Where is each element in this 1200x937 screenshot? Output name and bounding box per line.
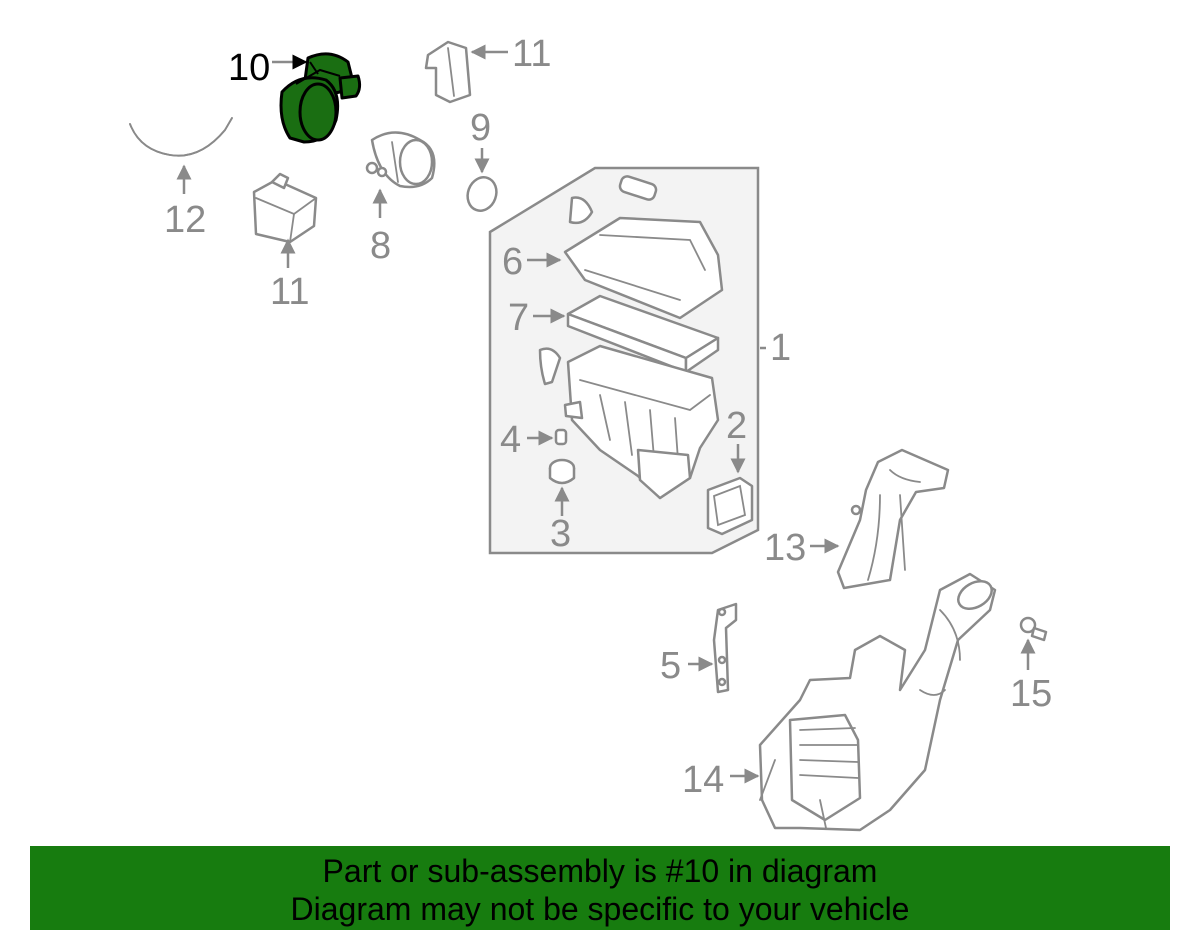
o-ring-part-9[interactable] <box>463 173 501 215</box>
callout-5: 5 <box>660 645 681 687</box>
mass-air-flow-sensor-part-10[interactable] <box>279 52 362 144</box>
callout-8: 8 <box>370 225 391 267</box>
resonator-duct-part-14[interactable] <box>758 572 997 832</box>
callout-4: 4 <box>500 419 521 461</box>
mount-insulator-part-3[interactable] <box>548 458 576 485</box>
grommet-part-2[interactable] <box>706 476 754 536</box>
callout-2: 2 <box>726 405 747 447</box>
hose-part-12[interactable] <box>129 117 233 157</box>
bolt-part-4[interactable] <box>554 428 568 446</box>
air-cleaner-upper-cover[interactable] <box>563 175 724 320</box>
callout-15: 15 <box>1010 673 1052 715</box>
info-banner: Part or sub-assembly is #10 in diagram D… <box>30 846 1170 930</box>
callout-14: 14 <box>682 759 724 801</box>
clip-part-15[interactable] <box>1019 616 1048 642</box>
banner-line-1: Part or sub-assembly is #10 in diagram <box>322 853 878 889</box>
resonator-part-11-left[interactable] <box>252 172 318 244</box>
callout-labels: 1 2 3 4 5 6 7 8 9 10 11 11 12 13 14 15 <box>164 33 1052 801</box>
air-filter-element[interactable] <box>566 294 720 374</box>
sensor-housing-part-8[interactable] <box>365 131 436 189</box>
bracket-part-5[interactable] <box>712 602 738 694</box>
callout-12: 12 <box>164 199 206 241</box>
callout-11-left: 11 <box>270 271 309 313</box>
callout-13: 13 <box>764 527 806 569</box>
banner-line-2: Diagram may not be specific to your vehi… <box>290 891 910 927</box>
callout-6: 6 <box>502 241 523 283</box>
callout-1: 1 <box>770 327 791 369</box>
intake-duct-part-13[interactable] <box>836 448 950 590</box>
callout-11-top: 11 <box>512 33 551 75</box>
callout-3: 3 <box>550 513 571 555</box>
duct-part-11-top[interactable] <box>424 40 472 104</box>
callout-10: 10 <box>228 47 270 89</box>
leader-lines <box>176 44 1036 784</box>
callout-9: 9 <box>470 107 491 149</box>
air-cleaner-lower-case[interactable] <box>538 344 720 500</box>
callout-7: 7 <box>508 297 529 339</box>
